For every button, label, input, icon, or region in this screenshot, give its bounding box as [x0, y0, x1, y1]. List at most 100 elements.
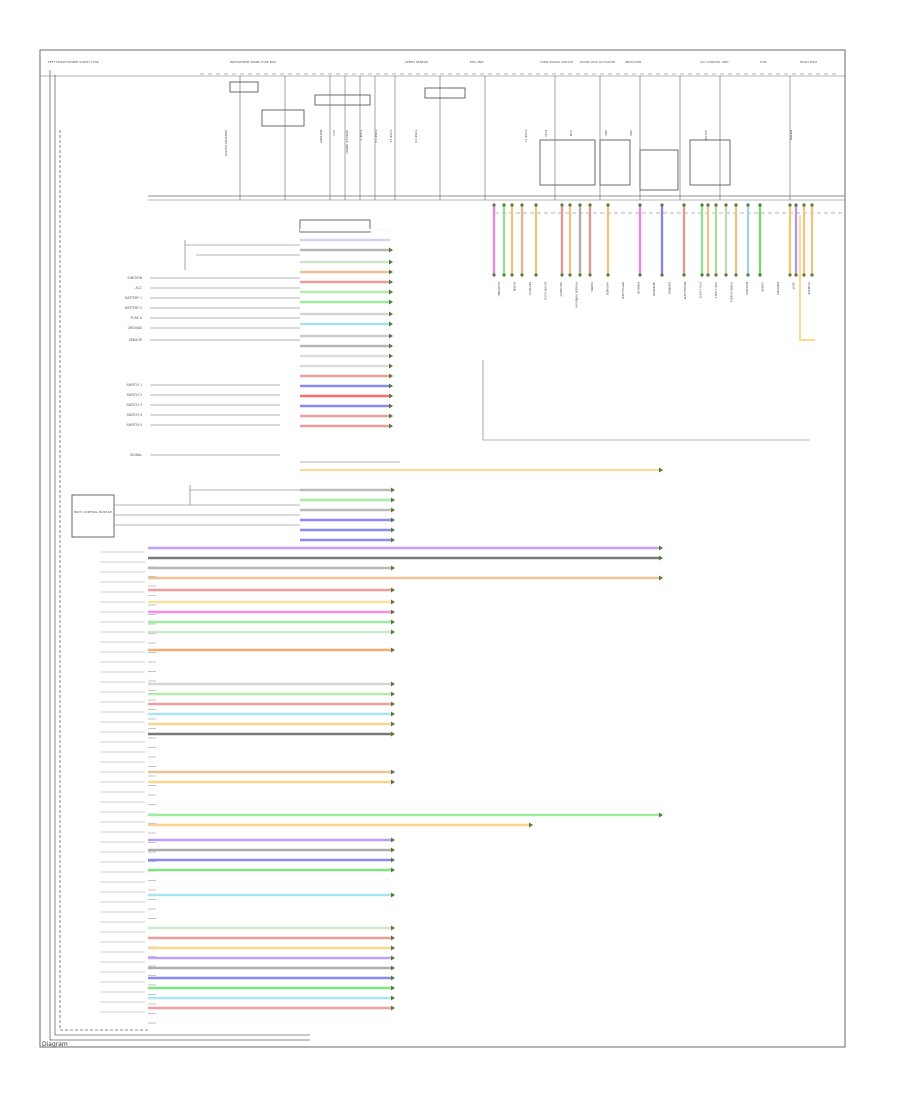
connector-arrow: [391, 609, 395, 615]
splice-dot: [520, 273, 524, 277]
outer-frame: [39, 49, 846, 1048]
splice-dot: [794, 203, 798, 207]
connector-arrow: [391, 565, 395, 571]
splice-dot: [700, 273, 704, 277]
connector-arrow: [391, 857, 395, 863]
top-label: INDICATOR: [625, 60, 642, 64]
splice-dot: [734, 203, 738, 207]
right-vertical-label: WASHER: [606, 282, 610, 295]
connector-arrow: [391, 847, 395, 853]
splice-dot: [606, 273, 610, 277]
vertical-label: FUSE 10: [374, 130, 378, 143]
top-label: INSTRUMENT PANEL FUSE BOX: [230, 60, 276, 64]
left-label-b: SWITCH 5: [126, 423, 142, 427]
connector-arrow: [389, 383, 393, 389]
connector-arrow: [391, 681, 395, 687]
wire-group: [148, 203, 815, 1011]
splice-dot: [810, 273, 814, 277]
ground-return: [54, 75, 310, 1036]
ground-return: [49, 70, 310, 1041]
connector-arrow: [391, 965, 395, 971]
vertical-label: FUSE 12: [389, 130, 393, 143]
splice-dot: [724, 203, 728, 207]
connector-arrow: [391, 955, 395, 961]
left-label-a: SENSOR: [129, 338, 143, 342]
connector-arrow: [391, 837, 395, 843]
splice-dot: [714, 203, 718, 207]
connector-arrow: [389, 423, 393, 429]
right-vertical-label: CHIME: [761, 282, 765, 292]
right-vertical-label: HORN: [513, 282, 517, 291]
splice-dot: [502, 203, 506, 207]
fuse-box: [261, 109, 305, 127]
splice-dot: [510, 273, 514, 277]
vertical-label: GAUGE: [704, 130, 708, 141]
right-vertical-label: HAZARD: [745, 282, 749, 296]
left-label-b: SWITCH 3: [126, 403, 142, 407]
splice-dot: [788, 203, 792, 207]
right-vertical-label: LIGHTING: [497, 282, 501, 297]
splice-dot: [758, 273, 762, 277]
connector-arrow: [391, 587, 395, 593]
left-label-a: ACC: [135, 286, 142, 290]
connector-arrow: [391, 769, 395, 775]
right-vertical-label: DEFOGGER: [621, 282, 625, 299]
splice-dot: [638, 203, 642, 207]
connector-arrow: [391, 487, 395, 493]
left-label-a: GROUND: [128, 326, 143, 330]
splice-dot: [734, 273, 738, 277]
splice-dot: [510, 203, 514, 207]
splice-dot: [660, 273, 664, 277]
connector-arrow: [391, 537, 395, 543]
splice-dot: [700, 203, 704, 207]
vertical-label: BATTERY: [319, 130, 323, 143]
right-vertical-label: TAIL LIGHT: [714, 281, 718, 298]
splice-dot: [560, 273, 564, 277]
connector-arrow: [389, 259, 393, 265]
top-label: MULTI PLEX: [800, 60, 817, 64]
splice-dot: [794, 273, 798, 277]
splice-dot: [638, 273, 642, 277]
connector-arrow: [391, 985, 395, 991]
relay-box: [689, 139, 731, 186]
splice-dot: [502, 273, 506, 277]
connector-arrow: [391, 721, 395, 727]
connector-arrow: [389, 247, 393, 253]
diagram-caption: Diagram: [42, 1041, 68, 1048]
top-label: LEFT FRONT POWER SUPPLY FUSE: [48, 60, 99, 64]
vertical-label: TCM: [569, 129, 573, 137]
right-vertical-label: DOOR LOCK: [544, 282, 548, 301]
vertical-label: METER: [789, 130, 793, 140]
right-vertical-label: MIRROR: [637, 282, 641, 294]
top-label: DOOR LOCK ACTUATOR: [580, 60, 615, 64]
relay-box: [639, 149, 679, 191]
splice-dot: [682, 273, 686, 277]
right-vertical-label: WIPER: [590, 282, 594, 292]
connector-arrow: [389, 353, 393, 359]
module-label: BODY CONTROL MODULE: [74, 510, 112, 514]
connector-arrow: [389, 343, 393, 349]
connector-arrow: [659, 545, 663, 551]
relay-box: [539, 139, 596, 186]
left-label-b: SWITCH 1: [126, 383, 142, 387]
right-vertical-label: SEAT: [792, 282, 796, 290]
top-label: SPEED SENSOR: [405, 60, 428, 64]
connector-arrow: [389, 279, 393, 285]
connector-arrow: [391, 629, 395, 635]
connector-arrow: [391, 925, 395, 931]
vertical-label: SRS: [629, 130, 633, 136]
connector-arrow: [389, 269, 393, 275]
vertical-label: ECM: [544, 130, 548, 137]
splice-dot: [746, 273, 750, 277]
connector-arrow: [391, 711, 395, 717]
vertical-label: FUSE 21: [524, 130, 528, 143]
left-label-a: IGNITION: [127, 276, 142, 280]
splice-dot: [534, 203, 538, 207]
relay-box: [599, 139, 631, 186]
top-label: FCM: [760, 60, 767, 64]
left-label-b: SWITCH 4: [126, 413, 142, 417]
vertical-label: FUSE 7: [359, 130, 363, 141]
connector-arrow: [391, 935, 395, 941]
left-label-a: BATTERY 2: [125, 306, 142, 310]
